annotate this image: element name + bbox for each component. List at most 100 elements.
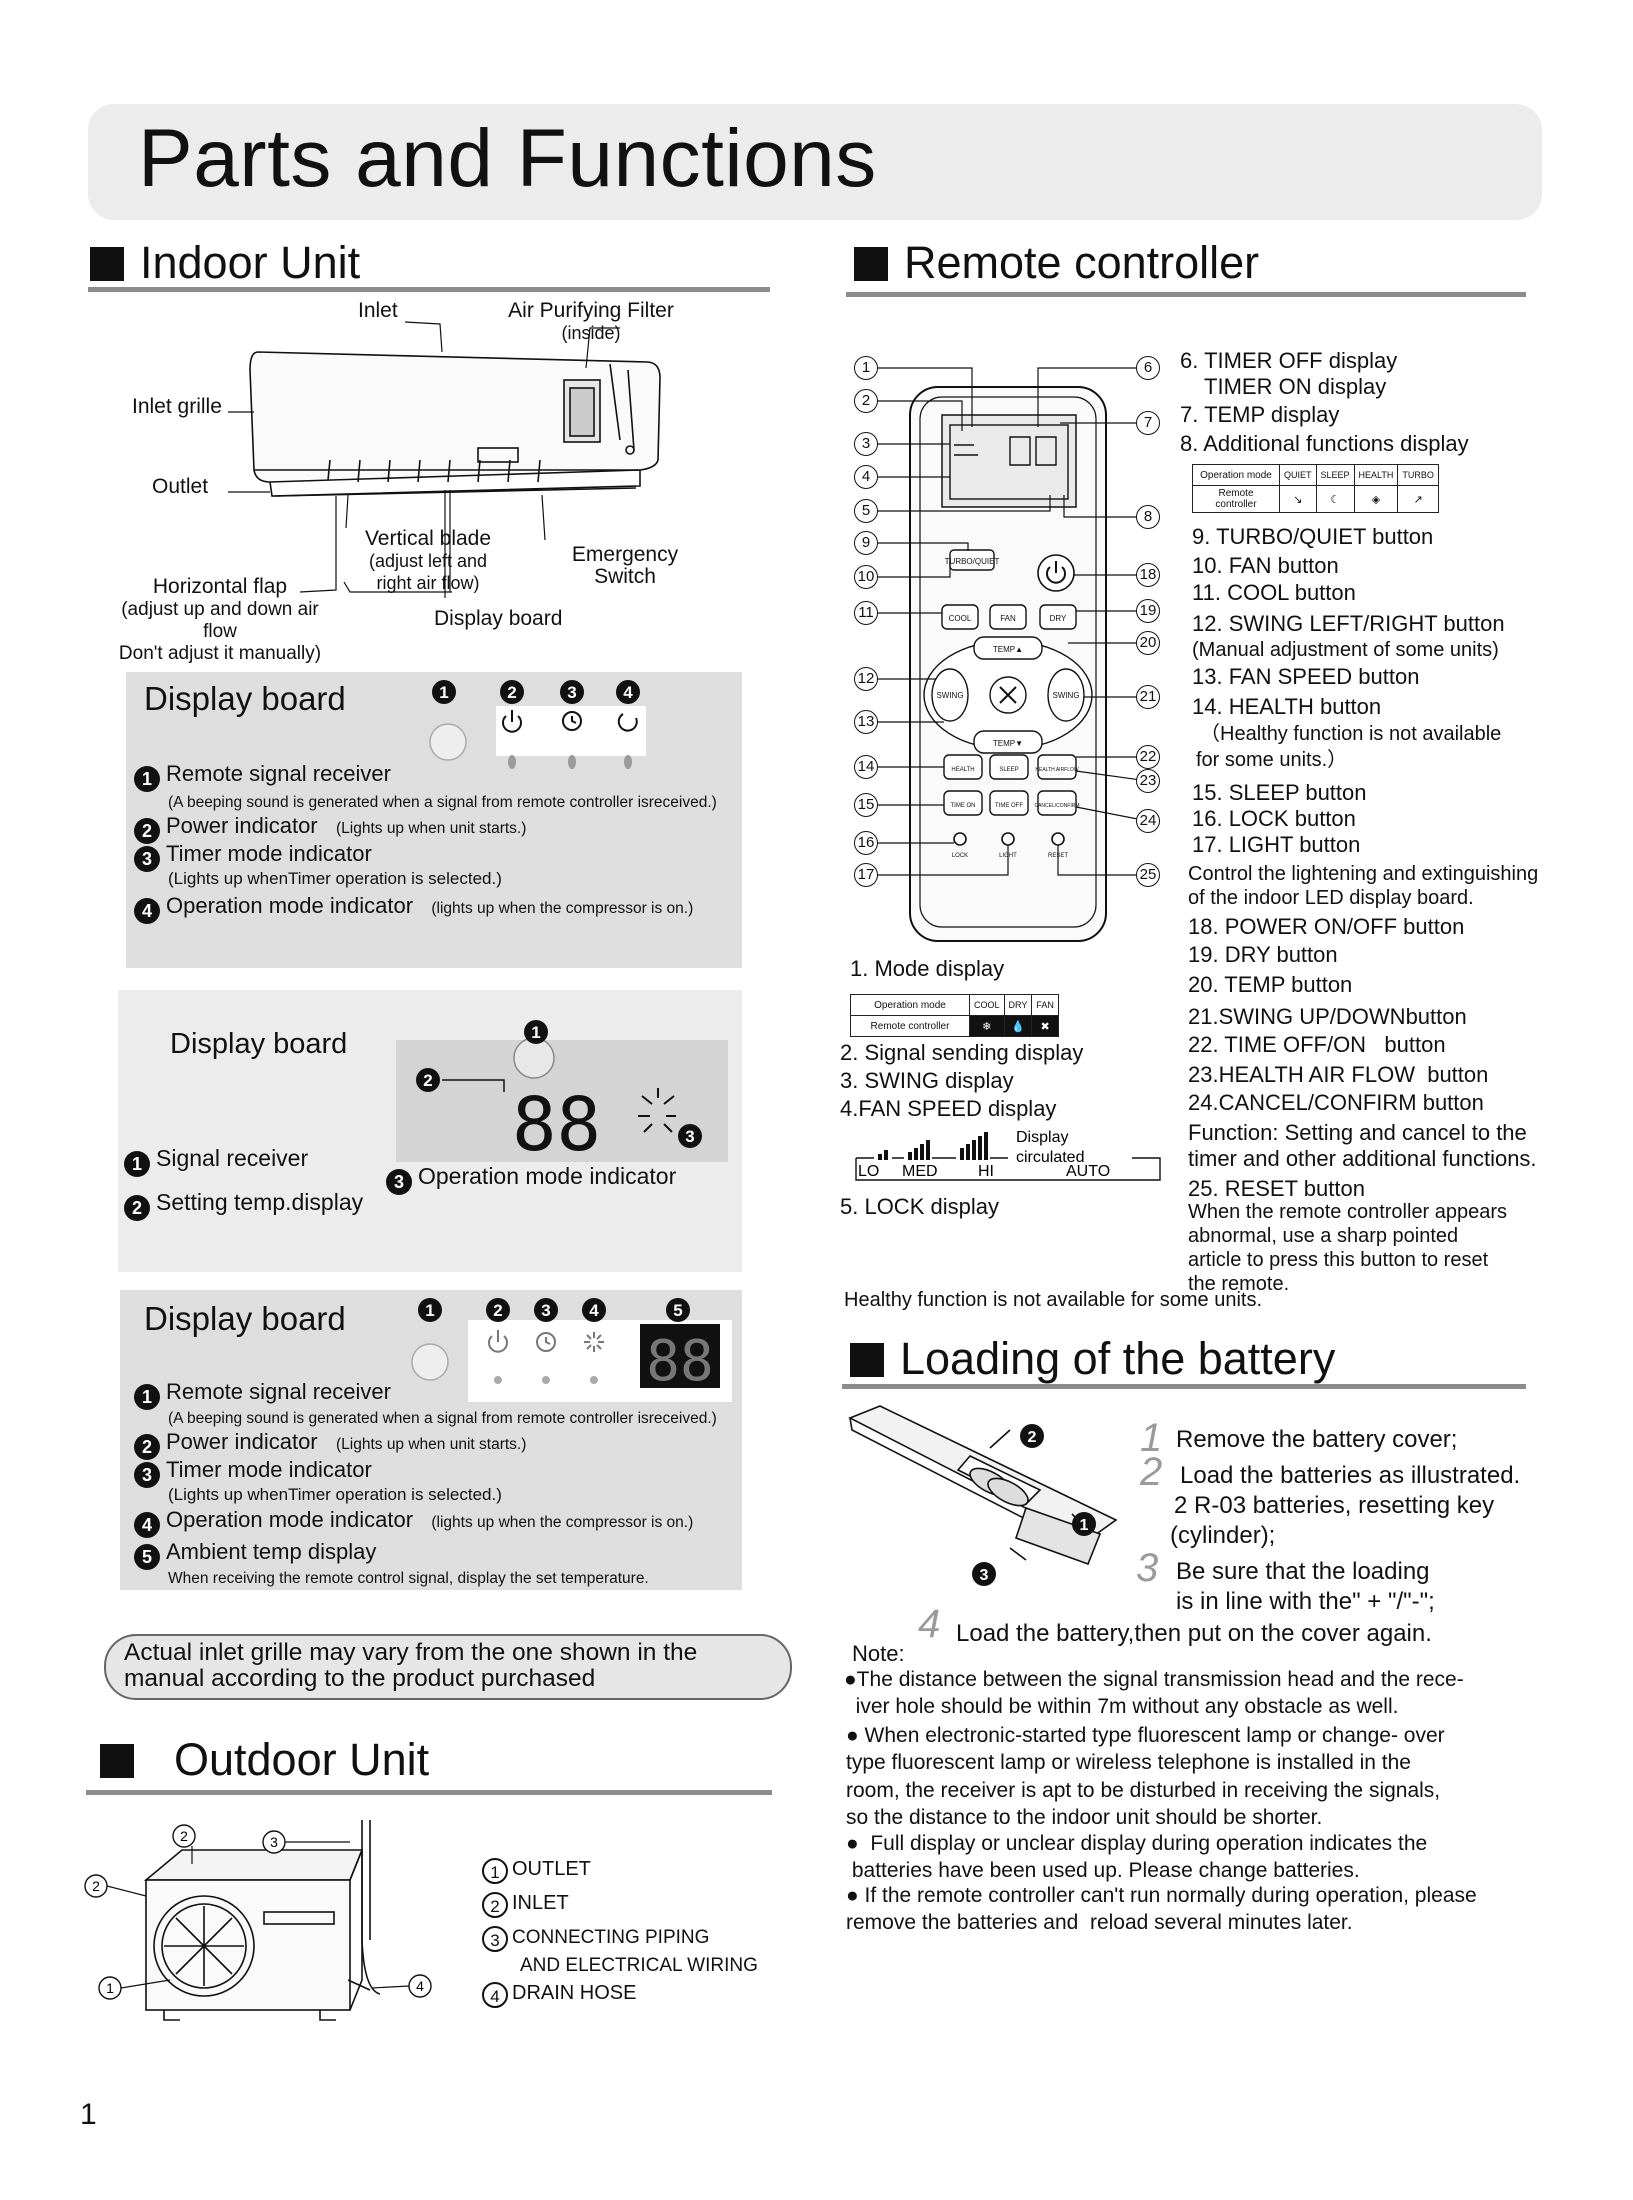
- note-1: ●The distance between the signal transmi…: [844, 1666, 1464, 1721]
- svg-text:1: 1: [439, 683, 448, 702]
- fan-speed-diagram: Display circulated LO MED HI AUTO: [855, 1129, 1161, 1181]
- svg-text:1: 1: [106, 1980, 114, 1996]
- svg-text:4: 4: [623, 683, 633, 702]
- cool-button-label[interactable]: COOL: [949, 614, 972, 623]
- airflow-button-label[interactable]: HEALTH AIRFLOW: [1035, 767, 1079, 773]
- sleep-button-label[interactable]: SLEEP: [999, 767, 1018, 773]
- outdoor-item-3b: AND ELECTRICAL WIRING: [520, 1955, 758, 1976]
- board1-num-3: 3: [134, 846, 160, 872]
- remote-list-7: 7. TEMP display: [1180, 402, 1340, 427]
- outdoor-num-2: 2: [482, 1892, 508, 1918]
- add-table-h2: SLEEP: [1315, 464, 1355, 486]
- remote-list-11: 11. COOL button: [1192, 580, 1356, 605]
- turbo-button-label[interactable]: TURBO/QUIET: [945, 557, 1000, 566]
- board1-indicators: 1 2 3 4: [429, 680, 646, 769]
- remote-heading-text: Remote controller: [904, 237, 1260, 288]
- fan-button-label[interactable]: FAN: [1000, 614, 1016, 623]
- emergency-text1: Emergency: [571, 543, 679, 566]
- remote-callout-15: 15: [854, 793, 878, 817]
- svg-text:3: 3: [567, 683, 576, 702]
- hflap-text: Horizontal flap: [152, 575, 288, 598]
- svg-text:2: 2: [1028, 1429, 1037, 1446]
- remote-callout-16: 16: [854, 831, 878, 855]
- svg-text:2: 2: [180, 1828, 188, 1844]
- mode-table-h0: Operation mode: [850, 994, 970, 1016]
- svg-text:2: 2: [507, 683, 516, 702]
- step-3-number: 3: [1136, 1546, 1159, 1590]
- remote-callout-7: 7: [1136, 411, 1160, 435]
- remote-list-24: 24.CANCEL/CONFIRM button: [1188, 1090, 1484, 1115]
- fan-speed-hi: HI: [978, 1163, 994, 1180]
- remote-list-14: 14. HEALTH button: [1192, 694, 1382, 719]
- time-on-label[interactable]: TIME ON: [951, 803, 976, 809]
- board3-note-5: When receiving the remote control signal…: [168, 1570, 649, 1587]
- board3-label-3: Timer mode indicator: [166, 1457, 372, 1482]
- svg-text:3: 3: [541, 1301, 550, 1320]
- cancel-button-label[interactable]: CANCEL/CONFIRM: [1034, 803, 1079, 809]
- remote-list-9: 9. TURBO/QUIET button: [1192, 524, 1434, 549]
- hflap-sub2: Don't adjust it manually): [118, 643, 322, 665]
- svg-text:2: 2: [493, 1301, 502, 1320]
- note-2-line1: ● When electronic-started type fluoresce…: [846, 1724, 1445, 1747]
- battery-heading-text: Loading of the battery: [900, 1333, 1336, 1384]
- board3-note-3: (Lights up whenTimer operation is select…: [168, 1485, 502, 1504]
- page-title: Parts and Functions: [138, 113, 877, 204]
- remote-list-24-note1: Function: Setting and cancel to the: [1188, 1120, 1527, 1145]
- note-4-line1: ● If the remote controller can't run nor…: [846, 1884, 1477, 1907]
- remote-list-17-note1: Control the lightening and extinguishing: [1188, 863, 1539, 885]
- remote-list-12: 12. SWING LEFT/RIGHT button: [1192, 611, 1505, 636]
- outdoor-heading-text: Outdoor Unit: [174, 1734, 430, 1785]
- board3-note-4: (lights up when the compressor is on.): [431, 1514, 694, 1531]
- indoor-unit-diagram: [228, 321, 661, 598]
- remote-list-21: 21.SWING UP/DOWNbutton: [1188, 1004, 1467, 1029]
- horizontal-flap-label: Horizontal flap(adjust up and down air f…: [104, 575, 336, 665]
- board3-title: Display board: [144, 1300, 346, 1337]
- note-2: ● When electronic-started type fluoresce…: [846, 1722, 1445, 1831]
- remote-callout-18: 18: [1136, 563, 1160, 587]
- remote-list-8: 8. Additional functions display: [1180, 431, 1469, 456]
- step-4-number: 4: [918, 1602, 941, 1646]
- remote-list-22: 22. TIME OFF/ON button: [1188, 1032, 1446, 1057]
- board3-indicators: 1 2 3 4 5 88: [411, 1298, 732, 1402]
- fan-speed-auto: AUTO: [1066, 1163, 1110, 1180]
- health-button-label[interactable]: HEALTH: [951, 767, 974, 773]
- remote-list-20: 20. TEMP button: [1188, 972, 1353, 997]
- dry-mode-icon: 💧: [1003, 1015, 1033, 1037]
- svg-text:4: 4: [589, 1301, 599, 1320]
- board1-num-4: 4: [134, 898, 160, 924]
- svg-text:2: 2: [92, 1878, 100, 1894]
- indoor-heading: Indoor Unit: [90, 240, 360, 285]
- board3-note-1: (A beeping sound is generated when a sig…: [168, 1410, 717, 1427]
- svg-text:1: 1: [425, 1301, 434, 1320]
- grille-note-line1: Actual inlet grille may vary from the on…: [124, 1639, 698, 1666]
- note-3-line2: batteries have been used up. Please chan…: [846, 1859, 1360, 1883]
- time-off-label[interactable]: TIME OFF: [995, 803, 1023, 809]
- temp-down-label[interactable]: TEMP▼: [993, 739, 1023, 748]
- grille-note-box: [104, 1634, 792, 1700]
- lock-button-label[interactable]: LOCK: [952, 853, 968, 859]
- board1-label-2: Power indicator: [166, 813, 318, 838]
- remote-list-14-note1: （Healthy function is not available: [1200, 723, 1502, 745]
- remote-list-19: 19. DRY button: [1188, 942, 1338, 967]
- swing-left-label[interactable]: SWING: [936, 691, 963, 700]
- swing-right-label[interactable]: SWING: [1052, 691, 1079, 700]
- board1-num-1: 1: [134, 766, 160, 792]
- dry-button-label[interactable]: DRY: [1050, 614, 1067, 623]
- remote-callout-2: 2: [854, 389, 878, 413]
- vertical-blade-text: Vertical blade: [364, 527, 492, 550]
- step-3-text2: is in line with the" + "/"-";: [1176, 1588, 1435, 1615]
- hflap-sub1: (adjust up and down air flow: [121, 599, 319, 643]
- remote-list-14-note2: for some units.）: [1196, 749, 1348, 771]
- temp-up-label[interactable]: TEMP▲: [993, 645, 1023, 654]
- add-table-row-label: Remote controller: [1192, 485, 1280, 513]
- remote-list-16: 16. LOCK button: [1192, 806, 1356, 831]
- note-3: ● Full display or unclear display during…: [846, 1830, 1427, 1885]
- mode-table-row-label: Remote controller: [850, 1015, 970, 1037]
- fan-mode-icon: ✖: [1031, 1015, 1059, 1037]
- remote-callout-5: 5: [854, 499, 878, 523]
- grille-label: Inlet grille: [132, 395, 222, 418]
- board2-num-3: 3: [386, 1169, 412, 1195]
